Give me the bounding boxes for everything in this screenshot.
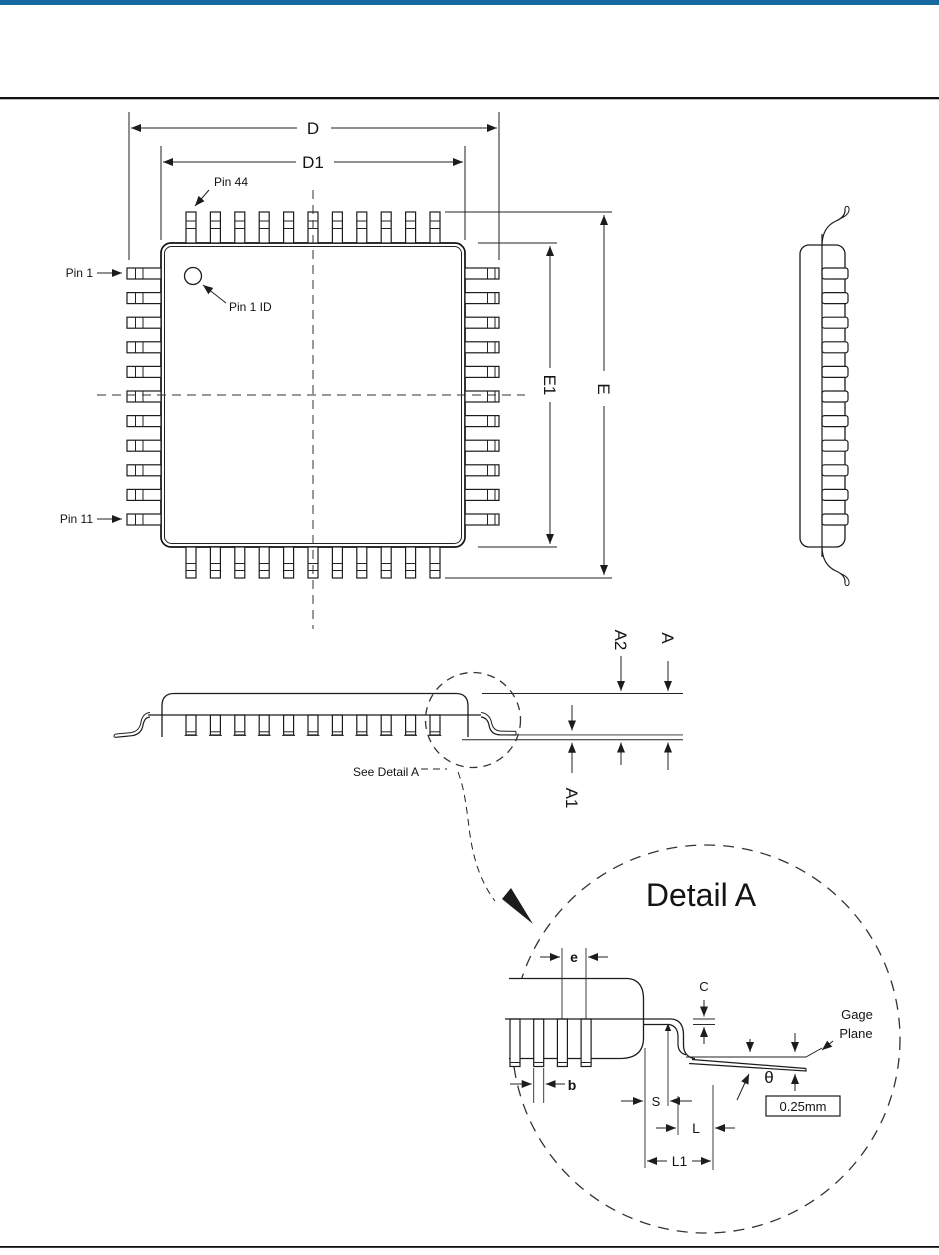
side-top-lead [821,208,846,247]
pin44-label: Pin 44 [214,175,248,189]
dim-label-theta: θ [764,1068,773,1087]
gage-offset-label: 0.25mm [780,1099,827,1114]
dim-label-e-pitch: e [570,949,578,965]
pin1-label: Pin 1 [66,266,94,280]
dim-label-d: D [307,119,319,138]
detail-leader-curve [457,771,496,902]
dim-label-b: b [568,1077,577,1093]
dim-label-e1: E1 [540,375,559,396]
header-rule [0,97,939,100]
detail-foot-bottom [688,1062,807,1072]
gage-plane-label-line2: Plane [839,1026,872,1041]
detail-lead-bend-inner [668,1023,687,1056]
dim-label-a1: A1 [562,788,581,809]
gage-plane-label-line1: Gage [841,1007,873,1022]
dim-label-l1: L1 [672,1153,688,1169]
detail-leader-arrowhead [502,888,533,924]
gage-offset-box [765,1095,841,1117]
footer-rule [0,1246,939,1248]
gage-plane-leader [821,1040,834,1051]
dim-label-a: A [658,632,677,644]
pin1-id-dot [183,266,203,286]
detail-foot-top [691,1058,807,1070]
detail-lead-bend-outer [671,1018,696,1060]
dim-label-d1: D1 [302,153,324,172]
pin44-leader [194,189,210,207]
dim-label-s: S [652,1094,661,1109]
dim-label-c: C [699,979,708,994]
pin1-id-label: Pin 1 ID [229,300,272,314]
detail-a-view: Detail A e C b [505,844,901,1234]
side-view-right [799,205,850,587]
see-detail-a-label: See Detail A [353,765,419,779]
right-pin-column [464,267,500,526]
dim-label-l: L [692,1120,700,1136]
profile-right-lead [480,716,517,736]
dim-label-e: E [594,383,613,394]
pin1-id-leader [202,284,227,304]
side-view-bottom: A2 A A1 See Detail A [113,630,683,924]
gage-plane-line [686,1047,823,1058]
side-bottom-lead [821,545,846,584]
top-view: D D1 E1 E [60,112,613,629]
left-pin-column [126,267,162,526]
header-accent-bar [0,0,939,5]
detail-a-title: Detail A [646,877,757,913]
pin11-label: Pin 11 [60,512,93,526]
profile-left-lead [115,716,151,738]
dim-label-a2: A2 [611,630,630,651]
detail-callout-circle [424,671,522,769]
